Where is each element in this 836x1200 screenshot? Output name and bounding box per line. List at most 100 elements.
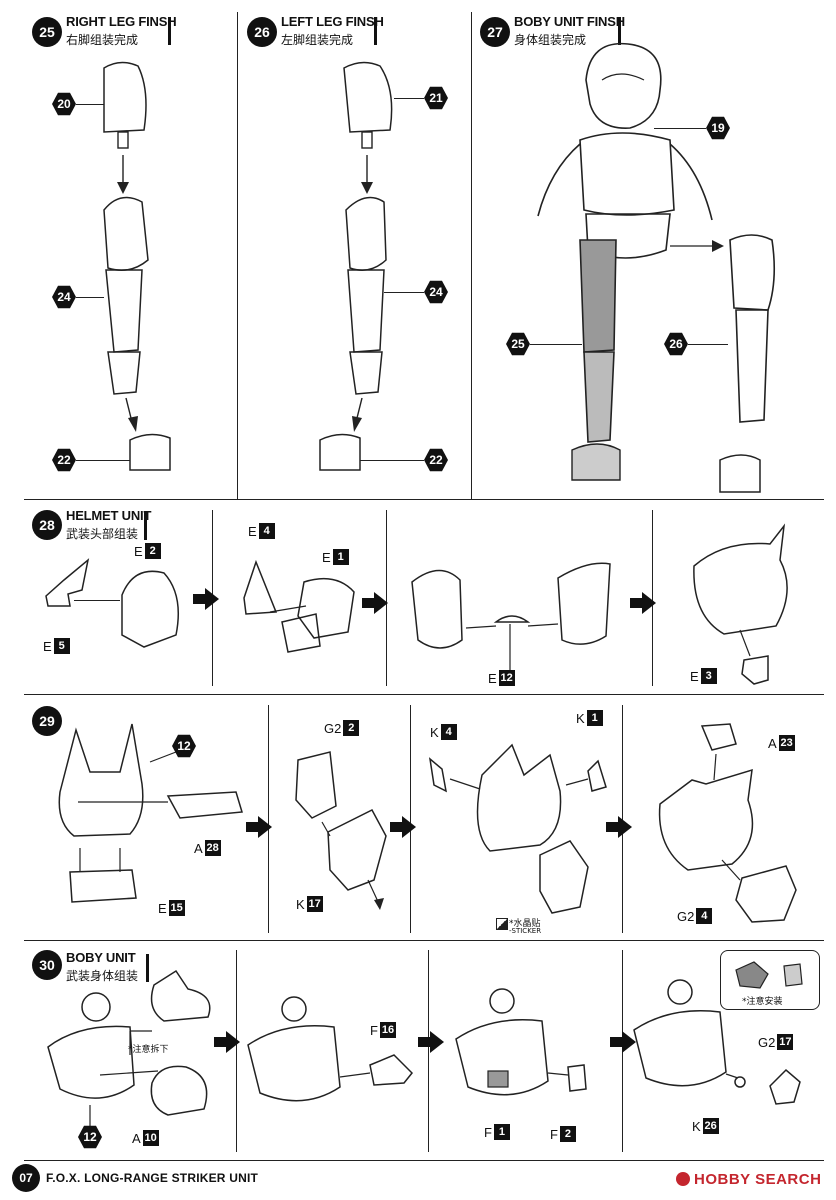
step-number: 25 [32, 17, 62, 47]
step-arrow [630, 598, 642, 608]
step-arrow-head [618, 816, 632, 838]
step-arrow [214, 1037, 226, 1047]
step-subtitle: 武装头部组装 [66, 527, 139, 541]
step-arrow-head [402, 816, 416, 838]
title-bar [144, 512, 147, 540]
step-subtitle: 右脚组装完成 [66, 33, 139, 47]
sticker-note: *水晶贴 [509, 919, 541, 929]
step-arrow-head [226, 1031, 240, 1053]
install-detail-icon [735, 961, 803, 989]
hobby-search-logo-icon [676, 1172, 690, 1186]
step-title: RIGHT LEG FINSH [66, 14, 177, 29]
title-bar [618, 17, 621, 45]
step-arrow-head [622, 1031, 636, 1053]
step-arrow [362, 598, 374, 608]
title-bar [146, 954, 149, 982]
install-callout-box [720, 950, 820, 1010]
part-callout: 24 [424, 280, 448, 304]
leader-line [76, 297, 104, 298]
step-arrow [610, 1037, 622, 1047]
step-subtitle: 武装身体组装 [66, 969, 139, 983]
leader-line [688, 344, 728, 345]
step-title: BOBY UNIT [66, 950, 136, 965]
part-callout: 12 [78, 1125, 102, 1149]
leader-line [76, 460, 130, 461]
leader-line [360, 460, 424, 461]
step-title: BOBY UNIT FINSH [514, 14, 625, 29]
step-arrow-head [642, 592, 656, 614]
helmet-halves [411, 562, 611, 670]
page-number-badge: 07 [12, 1164, 40, 1192]
leader-line [654, 128, 706, 129]
step-arrow [193, 594, 205, 604]
helmet-completed [693, 523, 788, 685]
right-leg-illustration [103, 61, 171, 471]
part-callout: 25 [506, 332, 530, 356]
faceplate-assembly [295, 751, 387, 910]
section-divider-2 [24, 694, 824, 695]
step-arrow-head [374, 592, 388, 614]
column-divider [428, 950, 429, 1152]
step-arrow [246, 822, 258, 832]
step-arrow-head [205, 588, 219, 610]
leader-line [530, 344, 582, 345]
torso-assembly-3 [455, 988, 587, 1096]
helmet-side-assembly [658, 723, 797, 923]
column-divider [237, 12, 238, 499]
step-number: 28 [32, 510, 62, 540]
part-callout: 26 [664, 332, 688, 356]
step-subtitle: 左脚组装完成 [281, 33, 354, 47]
step-subtitle: 身体组装完成 [514, 33, 587, 47]
remove-note: *注意拆下 [128, 1045, 169, 1055]
title-bar [168, 17, 171, 45]
part-callout: 12 [172, 734, 196, 758]
section-divider-1 [24, 499, 824, 500]
part-callout: 24 [52, 285, 76, 309]
part-callout: 21 [424, 86, 448, 110]
step-title: LEFT LEG FINSH [281, 14, 384, 29]
helmet-subassembly [243, 559, 355, 653]
left-leg-illustration [319, 61, 393, 471]
torso-assembly-2 [247, 996, 414, 1102]
torso-final-assembly [633, 979, 801, 1105]
title-bar [374, 17, 377, 45]
footer-title: F.O.X. LONG-RANGE STRIKER UNIT [46, 1171, 259, 1185]
step-arrow [418, 1037, 430, 1047]
step-arrow-head [258, 816, 272, 838]
watermark: HOBBY SEARCH [694, 1171, 822, 1188]
part-callout: 20 [52, 92, 76, 116]
leader-line [74, 600, 120, 601]
helmet-part-e5 [45, 558, 90, 607]
step-arrow-head [430, 1031, 444, 1053]
leader-line [76, 104, 104, 105]
helmet-part-e2 [121, 570, 179, 648]
sticker-note-en: -STICKER [509, 927, 542, 935]
leader-line [394, 98, 424, 99]
step-number: 26 [247, 17, 277, 47]
column-divider [471, 12, 472, 499]
sticker-icon [496, 918, 508, 930]
install-note: *注意安装 [742, 997, 783, 1007]
step-arrow [390, 822, 402, 832]
step-arrow [606, 822, 618, 832]
helmet-sticker-assembly [428, 743, 607, 914]
helmet-front-assembly [58, 723, 243, 903]
step-number: 30 [32, 950, 62, 980]
step-number: 27 [480, 17, 510, 47]
